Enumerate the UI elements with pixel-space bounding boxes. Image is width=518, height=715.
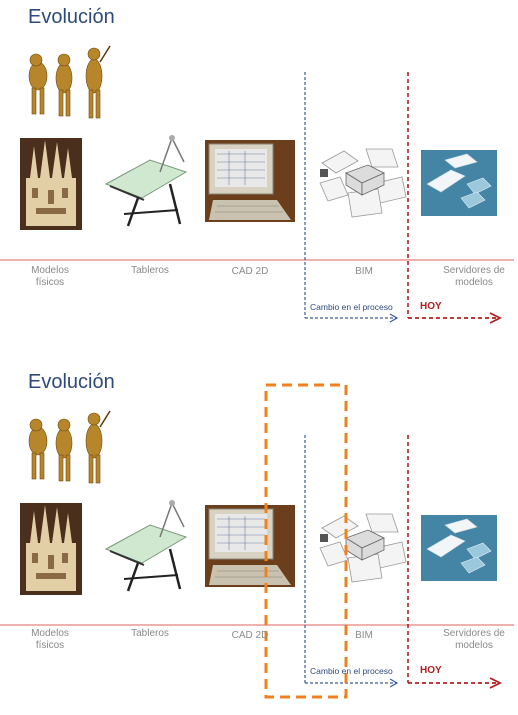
sagrada-familia-model-icon (20, 138, 82, 230)
stage-label-drafting-tables: Tableros (131, 265, 169, 276)
highlight-box (264, 383, 348, 699)
human-evolution-icon (28, 410, 111, 484)
human-evolution-icon (28, 45, 111, 119)
today-label: HOY (420, 665, 442, 676)
model-server-icon (421, 150, 497, 216)
sagrada-familia-model-icon (20, 503, 82, 595)
slide-title: Evolución (28, 371, 115, 393)
today-label: HOY (420, 301, 442, 312)
timeline-diagram (0, 383, 514, 699)
slide-2: Evolución (0, 365, 518, 715)
model-server-icon (421, 515, 497, 581)
process-change-label: Cambio en el proceso (310, 302, 393, 312)
crt-computer-cad-icon (205, 140, 295, 222)
drafting-table-icon (104, 500, 188, 592)
slide-title: Evolución (28, 6, 115, 28)
stage-label-drafting-tables: Tableros (131, 628, 169, 639)
slide-1: Evolución (0, 0, 518, 350)
stage-label-cad-2d: CAD 2D (231, 630, 269, 641)
stage-label-bim: BIM (355, 630, 373, 641)
process-change-label: Cambio en el proceso (310, 666, 393, 676)
stage-label-cad-2d: CAD 2D (231, 266, 269, 277)
timeline-diagram (0, 72, 514, 324)
crt-computer-cad-icon (205, 505, 295, 587)
drafting-table-icon (104, 135, 188, 227)
bim-sheets-icon (319, 513, 407, 583)
stage-label-bim: BIM (355, 266, 373, 277)
bim-sheets-icon (319, 148, 407, 218)
